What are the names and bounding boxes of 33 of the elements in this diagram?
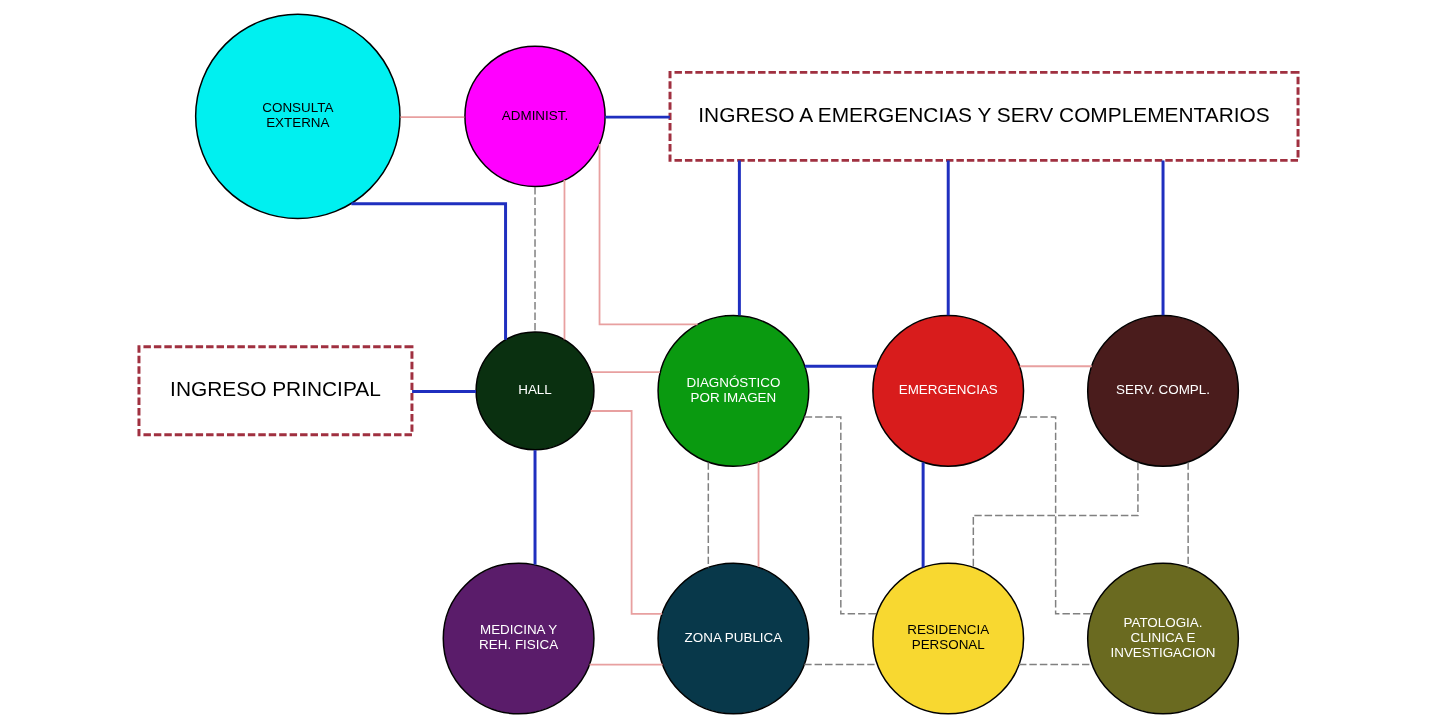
connector xyxy=(804,364,877,368)
node-circle: EMERGENCIAS xyxy=(872,314,1025,467)
connector xyxy=(533,450,537,565)
connector xyxy=(605,115,670,119)
node-circle: DIAGNÓSTICO POR IMAGEN xyxy=(657,314,810,467)
connector xyxy=(412,390,476,394)
connector xyxy=(534,186,536,333)
connector xyxy=(946,160,950,316)
node-circle: RESIDENCIA PERSONAL xyxy=(872,562,1025,715)
connector xyxy=(590,371,661,374)
connector xyxy=(351,202,508,340)
connector xyxy=(563,179,566,341)
connector xyxy=(1161,160,1165,316)
connector xyxy=(737,160,741,316)
connector xyxy=(399,116,466,118)
node-circle: PATOLOGIA. CLINICA E INVESTIGACION xyxy=(1086,562,1240,715)
connector xyxy=(757,461,760,568)
node-circle: HALL xyxy=(475,331,595,451)
node-circle: CONSULTA EXTERNA xyxy=(194,13,401,220)
node-box: INGRESO A EMERGENCIAS Y SERV COMPLEMENTARIOS xyxy=(668,70,1300,162)
connector xyxy=(1018,365,1093,368)
connector xyxy=(921,462,925,568)
node-circle: ADMINIST. xyxy=(464,45,606,188)
connector xyxy=(972,461,1139,568)
node-circle: SERV. COMPL. xyxy=(1086,314,1240,467)
node-circle: ZONA PUBLICA xyxy=(657,562,810,715)
connector xyxy=(1018,416,1093,615)
connector xyxy=(803,416,878,615)
node-circle: MEDICINA Y REH. FISICA xyxy=(442,562,595,715)
connector xyxy=(588,663,664,666)
node-box: INGRESO PRINCIPAL xyxy=(137,345,414,437)
connector xyxy=(589,410,664,615)
connector xyxy=(598,143,699,326)
